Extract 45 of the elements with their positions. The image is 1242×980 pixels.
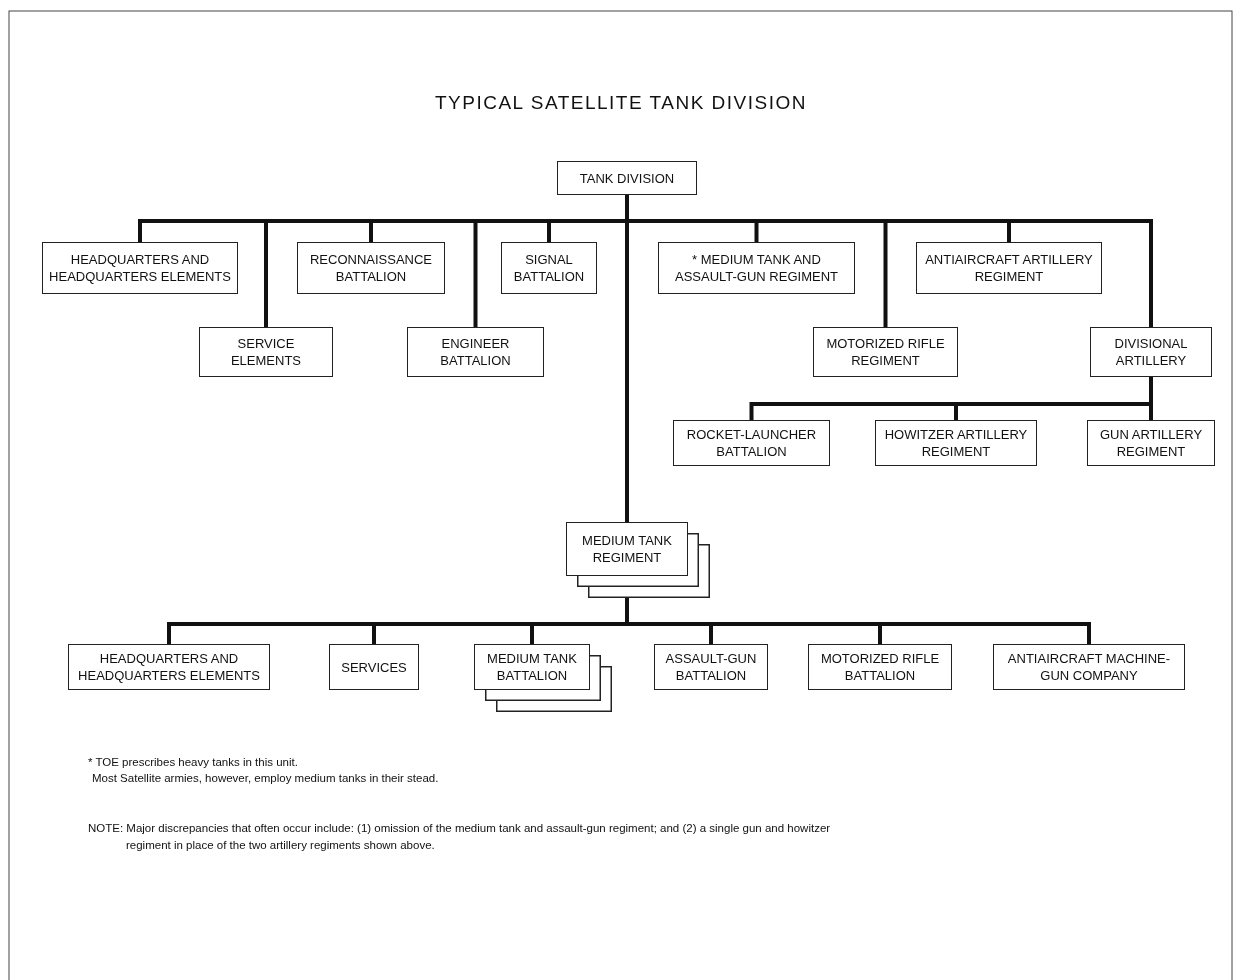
stacked-unit-box — [566, 522, 710, 598]
unit-name: RECONNAISSANCE BATTALION — [308, 251, 434, 285]
unit-box — [407, 327, 544, 377]
unit-box — [658, 242, 855, 294]
unit-name: HEADQUARTERS AND HEADQUARTERS ELEMENTS — [49, 251, 231, 285]
unit-box — [813, 327, 958, 377]
unit-name: MEDIUM TANK BATTALION — [486, 650, 578, 684]
unit-name: MEDIUM TANK REGIMENT — [581, 532, 673, 566]
footnote-text: Most Satellite armies, however, employ medium tanks in their stead. — [92, 771, 439, 786]
unit-box — [993, 644, 1185, 690]
unit-box — [68, 644, 270, 690]
unit-box — [808, 644, 952, 690]
diagram-title: TYPICAL SATELLITE TANK DIVISION — [433, 92, 809, 114]
unit-box — [557, 161, 697, 195]
unit-box — [42, 242, 238, 294]
unit-name: GUN ARTILLERY REGIMENT — [1098, 426, 1204, 460]
unit-name: ANTIAIRCRAFT MACHINE-GUN COMPANY — [1006, 650, 1172, 684]
footnote-text: * TOE prescribes heavy tanks in this unit. — [88, 755, 298, 770]
unit-box — [501, 242, 597, 294]
unit-name: TANK DIVISION — [579, 169, 675, 187]
unit-name: HEADQUARTERS AND HEADQUARTERS ELEMENTS — [77, 650, 261, 684]
unit-box — [1087, 420, 1215, 466]
unit-name: DIVISIONAL ARTILLERY — [1113, 335, 1189, 369]
unit-name: SIGNAL BATTALION — [512, 251, 586, 285]
unit-name: ASSAULT-GUN BATTALION — [664, 650, 758, 684]
unit-name: SERVICES — [341, 658, 407, 676]
unit-name: SERVICE ELEMENTS — [229, 335, 303, 369]
unit-name: ENGINEER BATTALION — [439, 335, 512, 369]
note-text: NOTE: Major discrepancies that often occur include: (1) omission of the medium tank and assault-gun regiment; and (2) a single gun and howitzer regiment in place of the two artillery regiments shown above. — [88, 821, 832, 853]
unit-box — [329, 644, 419, 690]
unit-name: HOWITZER ARTILLERY REGIMENT — [883, 426, 1029, 460]
unit-box — [673, 420, 830, 466]
unit-box — [654, 644, 768, 690]
unit-box — [1090, 327, 1212, 377]
unit-box — [916, 242, 1102, 294]
unit-name: ROCKET-LAUNCHER BATTALION — [685, 426, 818, 460]
unit-name: MOTORIZED RIFLE BATTALION — [819, 650, 941, 684]
unit-name: MOTORIZED RIFLE REGIMENT — [825, 335, 946, 369]
stacked-unit-box — [474, 644, 612, 712]
connector-line — [625, 598, 1091, 644]
unit-box — [875, 420, 1037, 466]
unit-box — [297, 242, 445, 294]
unit-box — [199, 327, 333, 377]
unit-name: * MEDIUM TANK AND ASSAULT-GUN REGIMENT — [674, 251, 839, 285]
unit-name: ANTIAIRCRAFT ARTILLERY REGIMENT — [924, 251, 1094, 285]
